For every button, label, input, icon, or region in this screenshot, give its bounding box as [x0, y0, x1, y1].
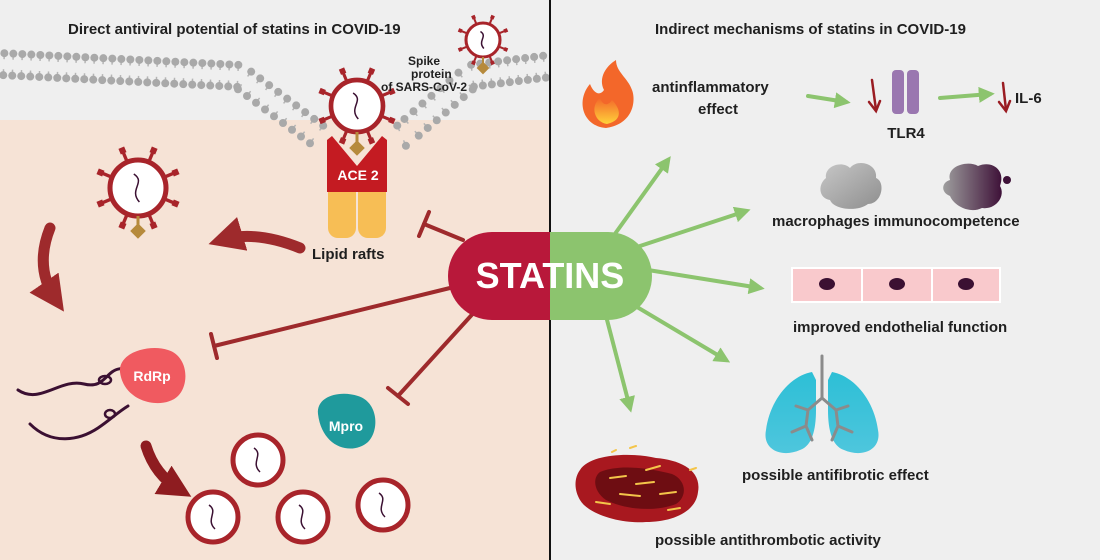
decrease-arrow-icon: [867, 78, 1012, 114]
endothelial-cells-icon: [791, 267, 1001, 303]
macrophage-particle-icon: [1003, 176, 1011, 184]
ace2-label: ACE 2: [337, 167, 378, 183]
virus-entering-cell-icon: [96, 146, 180, 230]
antiinflammatory-label-line2: effect: [698, 101, 738, 118]
indirect-effect-arrows: [604, 86, 995, 413]
antifibrotic-label: possible antifibrotic effect: [742, 467, 929, 484]
antiinflammatory-label-line1: antinflammatory: [652, 79, 769, 96]
rdrp-enzyme-icon: [119, 348, 186, 404]
mpro-label: Mpro: [329, 418, 363, 434]
endothelial-label: improved endothelial function: [793, 319, 1007, 336]
virus-release-arrow: [208, 217, 306, 254]
replication-arrow: [140, 440, 192, 497]
virus-bound-to-ace2-icon: [318, 67, 396, 145]
rdrp-label: RdRp: [133, 368, 170, 384]
statins-label: STATINS: [476, 255, 625, 296]
cell-membrane: [0, 49, 550, 150]
lipid-rafts-label: Lipid rafts: [312, 246, 385, 263]
spike-protein-virus-icon: [457, 14, 509, 66]
il6-label: IL-6: [1015, 90, 1042, 107]
mpro-enzyme-icon: [317, 393, 376, 449]
statins-pill-left: [448, 232, 550, 320]
macrophage-purple-icon: [943, 163, 1002, 211]
macrophages-label: macrophages immunocompetence: [772, 213, 1020, 230]
endocytosis-arrow: [29, 222, 64, 312]
assembled-virions: [185, 432, 411, 545]
lungs-icon: [765, 354, 879, 454]
right-panel-title: Indirect mechanisms of statins in COVID-…: [655, 21, 966, 38]
statins-pill-right: [550, 232, 652, 320]
ace2-receptor-icon: [327, 136, 387, 192]
spike-stem-icon: [130, 57, 490, 239]
thrombus-icon: [575, 445, 699, 523]
macrophage-grey-icon: [820, 163, 882, 209]
spike-protein-label-line2: protein: [411, 67, 452, 81]
left-panel-title: Direct antiviral potential of statins in…: [68, 21, 401, 38]
inhibition-lines: [209, 210, 480, 406]
spike-protein-label-line1: Spike: [408, 54, 440, 68]
tlr4-receptor-icon: [892, 70, 919, 114]
tlr4-label: TLR4: [887, 125, 925, 142]
inflammation-fire-icon: [582, 60, 634, 128]
antithrombotic-label: possible antithrombotic activity: [655, 532, 882, 549]
spike-protein-label-line3: of SARS-CoV-2: [381, 80, 467, 94]
